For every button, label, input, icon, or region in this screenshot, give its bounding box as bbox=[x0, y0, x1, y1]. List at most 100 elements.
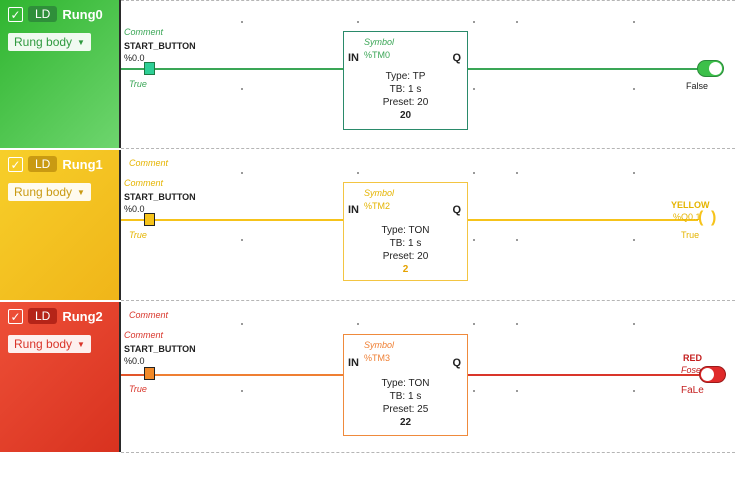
caret-down-icon: ▼ bbox=[77, 339, 85, 349]
caret-down-icon: ▼ bbox=[77, 187, 85, 197]
block-symbol: Symbol bbox=[364, 340, 395, 350]
block-timebase: TB: 1 s bbox=[389, 84, 422, 95]
rung-0-header: ✓ LD Rung0 bbox=[8, 6, 103, 22]
rung-2-body-dropdown[interactable]: Rung body ▼ bbox=[8, 335, 91, 353]
block-address[interactable]: %TM0 bbox=[364, 50, 391, 60]
rung-2-header: ✓ LD Rung2 bbox=[8, 308, 103, 324]
block-in-label: IN bbox=[348, 357, 359, 369]
block-symbol: Symbol bbox=[364, 188, 395, 198]
contact-no[interactable] bbox=[144, 62, 155, 75]
rung-1-name: Rung1 bbox=[62, 156, 103, 172]
block-in-label: IN bbox=[348, 204, 359, 216]
rung-2-sidebar: ✓ LD Rung2 Rung body ▼ bbox=[0, 302, 121, 452]
block-params: Type: TP TB: 1 s Preset: 20 20 bbox=[344, 70, 467, 122]
grid-dot bbox=[473, 21, 475, 23]
contact-state: True bbox=[129, 79, 147, 89]
grid-dot bbox=[633, 323, 635, 325]
toggle-knob bbox=[709, 62, 722, 75]
block-timebase: TB: 1 s bbox=[389, 238, 422, 249]
block-q-label: Q bbox=[452, 204, 461, 216]
block-type: Type: TON bbox=[381, 225, 430, 236]
wire-mid bbox=[155, 374, 343, 376]
rung-separator bbox=[121, 452, 735, 453]
wire-right bbox=[468, 219, 698, 221]
coil-state: FaLe bbox=[681, 385, 704, 396]
grid-dot bbox=[516, 21, 518, 23]
block-preset: Preset: 20 bbox=[382, 251, 429, 262]
coil-name[interactable]: YELLOW bbox=[671, 200, 710, 210]
grid-dot bbox=[357, 323, 359, 325]
contact-no[interactable] bbox=[144, 213, 155, 226]
contact-comment: Comment bbox=[124, 27, 164, 37]
wire-left bbox=[121, 374, 144, 376]
rung-2-ld-badge: LD bbox=[28, 308, 58, 324]
contact-address: %0.0 bbox=[124, 53, 145, 63]
rung-1-body-dropdown[interactable]: Rung body ▼ bbox=[8, 183, 91, 201]
contact-address: %0.0 bbox=[124, 356, 145, 366]
grid-dot bbox=[473, 172, 475, 174]
coil-state: False bbox=[686, 81, 709, 91]
rung-1: ✓ LD Rung1 Rung body ▼ Comment Comment S… bbox=[0, 150, 735, 300]
block-in-label: IN bbox=[348, 52, 359, 64]
coil-name[interactable]: RED bbox=[683, 353, 703, 363]
block-symbol: Symbol bbox=[364, 37, 395, 47]
block-params: Type: TON TB: 1 s Preset: 25 22 bbox=[344, 377, 467, 429]
rung-2-checkbox[interactable]: ✓ bbox=[8, 308, 23, 324]
wire-left bbox=[121, 68, 144, 70]
block-q-label: Q bbox=[452, 357, 461, 369]
grid-dot bbox=[241, 88, 243, 90]
contact-name[interactable]: START_BUTTON bbox=[124, 344, 196, 354]
caret-down-icon: ▼ bbox=[77, 37, 85, 47]
block-value: 22 bbox=[399, 417, 412, 428]
contact-name[interactable]: START_BUTTON bbox=[124, 41, 196, 51]
coil-state: True bbox=[681, 230, 700, 240]
rung-0-body-dropdown[interactable]: Rung body ▼ bbox=[8, 33, 91, 51]
rung-1-header: ✓ LD Rung1 bbox=[8, 156, 103, 172]
grid-dot bbox=[357, 172, 359, 174]
rung-1-checkbox[interactable]: ✓ bbox=[8, 156, 23, 172]
coil-open-paren: ( bbox=[698, 209, 704, 226]
block-value: 2 bbox=[402, 264, 409, 275]
timer-block[interactable]: Symbol %TM2 IN Q Type: TON TB: 1 s Prese… bbox=[343, 182, 468, 281]
grid-dot bbox=[633, 239, 635, 241]
grid-dot bbox=[241, 172, 243, 174]
rung-1-body-label: Rung body bbox=[14, 185, 73, 199]
rung-1-sidebar: ✓ LD Rung1 Rung body ▼ bbox=[0, 150, 121, 300]
coil-toggle[interactable] bbox=[697, 60, 724, 77]
block-timebase: TB: 1 s bbox=[389, 391, 422, 402]
wire-right bbox=[468, 374, 699, 376]
rung-0-canvas: Comment START_BUTTON %0.0 True Symbol %T… bbox=[121, 0, 735, 148]
block-type: Type: TON bbox=[381, 378, 430, 389]
block-address[interactable]: %TM3 bbox=[364, 353, 391, 363]
rung-comment[interactable]: Comment bbox=[129, 310, 169, 320]
rung-separator bbox=[121, 148, 735, 149]
coil-toggle[interactable] bbox=[699, 366, 726, 383]
grid-dot bbox=[516, 323, 518, 325]
contact-no[interactable] bbox=[144, 367, 155, 380]
grid-dot bbox=[473, 239, 475, 241]
rung-2-name: Rung2 bbox=[62, 308, 103, 324]
grid-dot bbox=[516, 390, 518, 392]
contact-name[interactable]: START_BUTTON bbox=[124, 192, 196, 202]
timer-block[interactable]: Symbol %TM3 IN Q Type: TON TB: 1 s Prese… bbox=[343, 334, 468, 436]
grid-dot bbox=[516, 172, 518, 174]
rung-1-ld-badge: LD bbox=[28, 156, 58, 172]
rung-0: ✓ LD Rung0 Rung body ▼ Comment START_BUT… bbox=[0, 0, 735, 148]
grid-dot bbox=[633, 390, 635, 392]
rung-0-checkbox[interactable]: ✓ bbox=[8, 6, 23, 22]
rung-0-ld-badge: LD bbox=[28, 6, 58, 22]
wire-mid bbox=[155, 219, 343, 221]
wire-mid bbox=[155, 68, 343, 70]
timer-block[interactable]: Symbol %TM0 IN Q Type: TP TB: 1 s Preset… bbox=[343, 31, 468, 130]
rung-2-canvas: Comment Comment START_BUTTON %0.0 True S… bbox=[121, 302, 735, 452]
rung-comment[interactable]: Comment bbox=[129, 158, 169, 168]
block-address[interactable]: %TM2 bbox=[364, 201, 391, 211]
coil-address: %Q0.1 bbox=[673, 212, 701, 222]
grid-dot bbox=[516, 239, 518, 241]
grid-dot bbox=[473, 323, 475, 325]
rung-0-name: Rung0 bbox=[62, 6, 103, 22]
grid-dot bbox=[241, 239, 243, 241]
grid-dot bbox=[473, 390, 475, 392]
coil-close-paren: ) bbox=[711, 209, 717, 226]
grid-dot bbox=[633, 88, 635, 90]
